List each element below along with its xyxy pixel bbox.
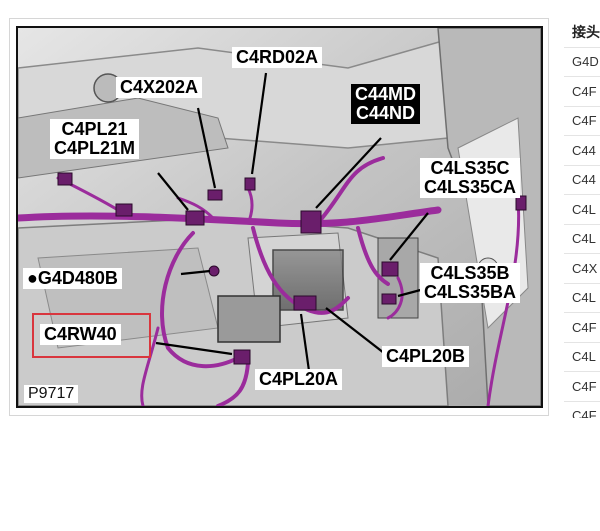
callout-c4ls35b-label: C4LS35B [430,263,510,283]
table-row: G4D [564,46,600,77]
callout-c4ls35b: C4LS35B C4LS35BA [420,263,521,303]
table-cell: C4F [564,312,600,342]
table-cell: C4F [564,371,600,401]
connector-table-container: 接头 G4D C4F C4F C44 C44 C4L C4L C4X C4L C… [564,18,600,418]
table-row: C4X [564,253,600,283]
table-cell: C4L [564,341,600,372]
figure-id-label: P9717 [24,385,79,403]
table-row: C4F [564,105,600,136]
callout-g4d480b-label: ●G4D480B [27,268,118,288]
table-row: C4F [564,76,600,106]
table-cell: C44 [564,135,600,165]
connector-table: 接头 G4D C4F C4F C44 C44 C4L C4L C4X C4L C… [564,18,600,418]
table-cell: G4D [564,46,600,77]
table-row: C4L [564,223,600,254]
callout-c44md: C44MD C44ND [351,84,421,124]
callout-c4pl20b: C4PL20B [382,346,470,367]
callout-g4d480b: ●G4D480B [23,268,122,289]
table-header-connector: 接头 [572,24,600,41]
table-row: C4L [564,194,600,224]
table-row: C4F [564,400,600,418]
table-row: C4F [564,371,600,401]
table-row: C4F [564,312,600,342]
highlight-box-c4rw40 [32,313,151,358]
table-cell: C4L [564,223,600,254]
callout-c4pl21-label: C4PL21 [61,119,128,139]
callout-c44nd-label: C44ND [355,103,416,123]
callout-c4pl21m-label: C4PL21M [54,138,136,158]
callout-c4ls35ba-label: C4LS35BA [424,282,517,302]
callout-c4ls35c-label: C4LS35C [430,158,510,178]
callout-c4rd02a-label: C4RD02A [236,47,319,67]
callout-c44md-label: C44MD [355,84,417,104]
callout-c4x202a: C4X202A [116,77,203,98]
callout-c4rd02a: C4RD02A [232,47,323,68]
table-row: C4L [564,282,600,313]
table-cell: C4L [564,194,600,224]
callout-c4x202a-label: C4X202A [120,77,199,97]
callout-c4ls35ca-label: C4LS35CA [424,177,517,197]
table-row: C44 [564,135,600,165]
table-cell: C44 [564,164,600,195]
table-row: C4L [564,341,600,372]
table-cell: C4L [564,282,600,313]
callout-c4rw40-label: C4RW40 [44,324,117,344]
callout-c4ls35c: C4LS35C C4LS35CA [420,158,521,198]
table-header-row: 接头 [564,18,600,47]
callout-c4pl20b-label: C4PL20B [386,346,466,366]
callout-c4rw40: C4RW40 [40,324,121,345]
table-cell: C4X [564,253,600,283]
table-cell: C4F [564,76,600,106]
callout-c4pl20a-label: C4PL20A [259,369,339,389]
callout-c4pl20a: C4PL20A [255,369,343,390]
callout-c4pl21: C4PL21 C4PL21M [50,119,140,159]
table-cell: C4F [564,400,600,418]
table-row: C44 [564,164,600,195]
table-cell: C4F [564,105,600,136]
